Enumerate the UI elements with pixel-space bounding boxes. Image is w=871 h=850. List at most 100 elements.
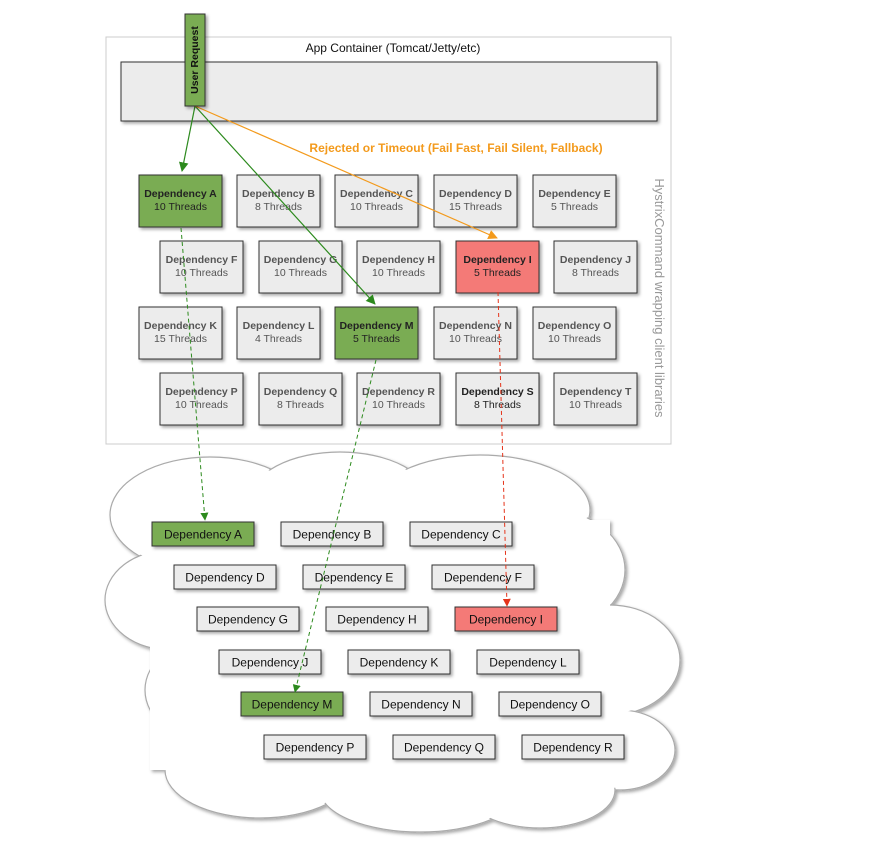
cloud-dependency-h: Dependency H [325, 606, 429, 632]
thread-pool-name: Dependency E [538, 188, 610, 200]
thread-pool-threads: 4 Threads [255, 333, 302, 345]
cloud-dependency-name: Dependency O [510, 698, 590, 712]
arrow-pool-i-to-cloud-i [497, 291, 511, 607]
thread-pool-dependency-l: Dependency L4 Threads [236, 306, 321, 360]
cloud-dependency-box [173, 564, 277, 590]
thread-pool-box [138, 174, 223, 228]
cloud-dependency-name: Dependency J [232, 656, 309, 670]
thread-pool-dependency-g: Dependency G10 Threads [258, 240, 343, 294]
cloud-dependency-m: Dependency M [240, 691, 344, 717]
thread-pool-threads: 15 Threads [449, 201, 502, 213]
thread-pool-name: Dependency H [362, 254, 435, 266]
cloud-dependency-c: Dependency C [409, 521, 513, 547]
cloud-dependency-l: Dependency L [476, 649, 580, 675]
cloud-dependency-name: Dependency G [208, 613, 288, 627]
cloud-dependency-r: Dependency R [521, 734, 625, 760]
cloud-dependency-box [240, 691, 344, 717]
thread-pool-threads: 8 Threads [474, 399, 521, 411]
cloud-dependencies: Dependency A Dependency B Dependency C Depe… [151, 521, 625, 760]
thread-pool-box [138, 306, 223, 360]
thread-pool-threads: 10 Threads [449, 333, 502, 345]
thread-pool-name: Dependency D [439, 188, 512, 200]
thread-pool-name: Dependency R [362, 386, 435, 398]
cloud-dependency-q: Dependency Q [392, 734, 496, 760]
arrow-pool-m-to-cloud-m [292, 359, 377, 693]
thread-pool-box [159, 240, 244, 294]
cloud-dependency-box [392, 734, 496, 760]
thread-pool-threads: 10 Threads [372, 267, 425, 279]
cloud-dependency-box [302, 564, 406, 590]
thread-pool-threads: 5 Threads [474, 267, 521, 279]
thread-pool-dependency-a: Dependency A10 Threads [138, 174, 223, 228]
cloud-dependency-box [280, 521, 384, 547]
thread-pool-box [553, 372, 638, 426]
cloud-dependency-name: Dependency A [164, 528, 242, 542]
thread-pool-box [236, 306, 321, 360]
thread-pool-box [433, 174, 518, 228]
cloud-dependency-b: Dependency B [280, 521, 384, 547]
thread-pool-box [159, 372, 244, 426]
cloud-dependency-name: Dependency L [489, 656, 567, 670]
thread-pool-name: Dependency Q [264, 386, 338, 398]
thread-pool-threads: 10 Threads [350, 201, 403, 213]
cloud-dependency-o: Dependency O [498, 691, 602, 717]
thread-pool-dependency-n: Dependency N10 Threads [433, 306, 518, 360]
cloud-dependency-box [454, 606, 558, 632]
cloud-dependency-name: Dependency F [444, 571, 522, 585]
cloud-dependency-name: Dependency K [360, 656, 439, 670]
dependency-cloud [104, 451, 681, 833]
thread-pool-name: Dependency K [144, 320, 217, 332]
thread-pool-name: Dependency N [439, 320, 512, 332]
cloud-dependency-name: Dependency R [533, 741, 613, 755]
thread-pool-box [236, 174, 321, 228]
arrow-request-to-a [178, 105, 196, 172]
rejected-label: Rejected or Timeout (Fail Fast, Fail Sil… [309, 141, 602, 155]
thread-pool-name: Dependency C [340, 188, 413, 200]
cloud-dependency-f: Dependency F [431, 564, 535, 590]
thread-pool-name: Dependency J [560, 254, 631, 266]
thread-pool-threads: 8 Threads [572, 267, 619, 279]
thread-pool-box [258, 372, 343, 426]
side-label: HystrixCommand wrapping client libraries [652, 178, 667, 418]
cloud-dependency-box [431, 564, 535, 590]
thread-pool-threads: 10 Threads [569, 399, 622, 411]
thread-pool-box [334, 174, 419, 228]
cloud-dependency-n: Dependency N [369, 691, 473, 717]
thread-pool-name: Dependency A [144, 188, 217, 200]
thread-pool-dependency-t: Dependency T10 Threads [553, 372, 638, 426]
thread-pool-name: Dependency L [243, 320, 315, 332]
thread-pool-threads: 10 Threads [175, 399, 228, 411]
thread-pool-threads: 10 Threads [274, 267, 327, 279]
cloud-dependency-name: Dependency E [315, 571, 394, 585]
cloud-dependency-box [476, 649, 580, 675]
thread-pool-dependency-f: Dependency F10 Threads [159, 240, 244, 294]
thread-pool-dependency-h: Dependency H10 Threads [356, 240, 441, 294]
thread-pool-dependency-b: Dependency B8 Threads [236, 174, 321, 228]
cloud-dependency-k: Dependency K [347, 649, 451, 675]
thread-pool-box [532, 174, 617, 228]
cloud-dependency-d: Dependency D [173, 564, 277, 590]
thread-pool-threads: 10 Threads [175, 267, 228, 279]
thread-pool-threads: 10 Threads [372, 399, 425, 411]
thread-pool-dependency-e: Dependency E5 Threads [532, 174, 617, 228]
thread-pool-dependency-d: Dependency D15 Threads [433, 174, 518, 228]
thread-pool-box [455, 372, 540, 426]
cloud-dependency-name: Dependency P [276, 741, 355, 755]
cloud-dependency-name: Dependency H [337, 613, 416, 627]
cloud-dependency-name: Dependency M [252, 698, 333, 712]
cloud-dependency-box [347, 649, 451, 675]
cloud-dependency-name: Dependency D [185, 571, 265, 585]
thread-pool-threads: 10 Threads [548, 333, 601, 345]
cloud-dependency-box [263, 734, 367, 760]
thread-pool-box [334, 306, 419, 360]
thread-pool-threads: 15 Threads [154, 333, 207, 345]
thread-pool-name: Dependency B [242, 188, 315, 200]
cloud-dependency-box [196, 606, 300, 632]
thread-pool-dependency-i: Dependency I5 Threads [455, 240, 540, 294]
cloud-dependency-name: Dependency C [421, 528, 501, 542]
cloud-dependency-box [409, 521, 513, 547]
thread-pool-threads: 8 Threads [277, 399, 324, 411]
thread-pool-name: Dependency P [165, 386, 237, 398]
cloud-dependency-box [369, 691, 473, 717]
